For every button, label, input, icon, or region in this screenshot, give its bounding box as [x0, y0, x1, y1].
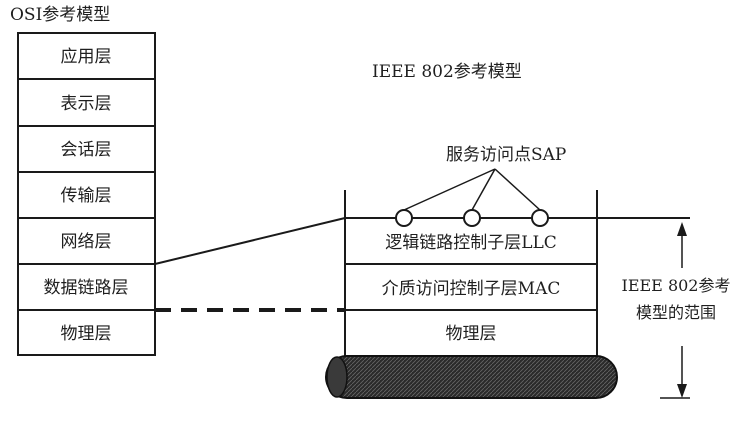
osi-layer-session: 会话层: [61, 140, 112, 160]
scope-label-line2: 模型的范围: [636, 303, 716, 322]
osi-layer-application: 应用层: [61, 47, 112, 67]
osi-stack: 应用层 表示层 会话层 传输层 网络层 数据链路层 物理层: [17, 32, 156, 356]
datalink-mapping-line: [154, 217, 346, 265]
osi-layer-physical: 物理层: [61, 324, 112, 344]
sap-point-icon: [463, 209, 481, 227]
sap-point-icon: [531, 209, 549, 227]
sap-connectors: [403, 168, 541, 211]
osi-layer-datalink: 数据链路层: [44, 278, 129, 298]
ieee-layer-llc: 逻辑链路控制子层LLC: [385, 233, 557, 253]
osi-title: OSI参考模型: [10, 5, 110, 25]
sap-label: 服务访问点SAP: [446, 145, 566, 165]
osi-layer-presentation: 表示层: [61, 94, 112, 114]
osi-layer-network: 网络层: [61, 232, 112, 252]
scope-arrow: [660, 222, 690, 399]
sap-point-icon: [395, 209, 413, 227]
ieee-title: IEEE 802参考模型: [372, 62, 522, 82]
scope-label-line1: IEEE 802参考: [622, 276, 731, 295]
sap-points: [395, 209, 549, 227]
osi-layer-transport: 传输层: [61, 186, 112, 206]
ieee-layer-mac: 介质访问控制子层MAC: [382, 279, 561, 299]
ieee-layer-physical: 物理层: [446, 324, 497, 344]
cable-icon: [325, 355, 618, 399]
